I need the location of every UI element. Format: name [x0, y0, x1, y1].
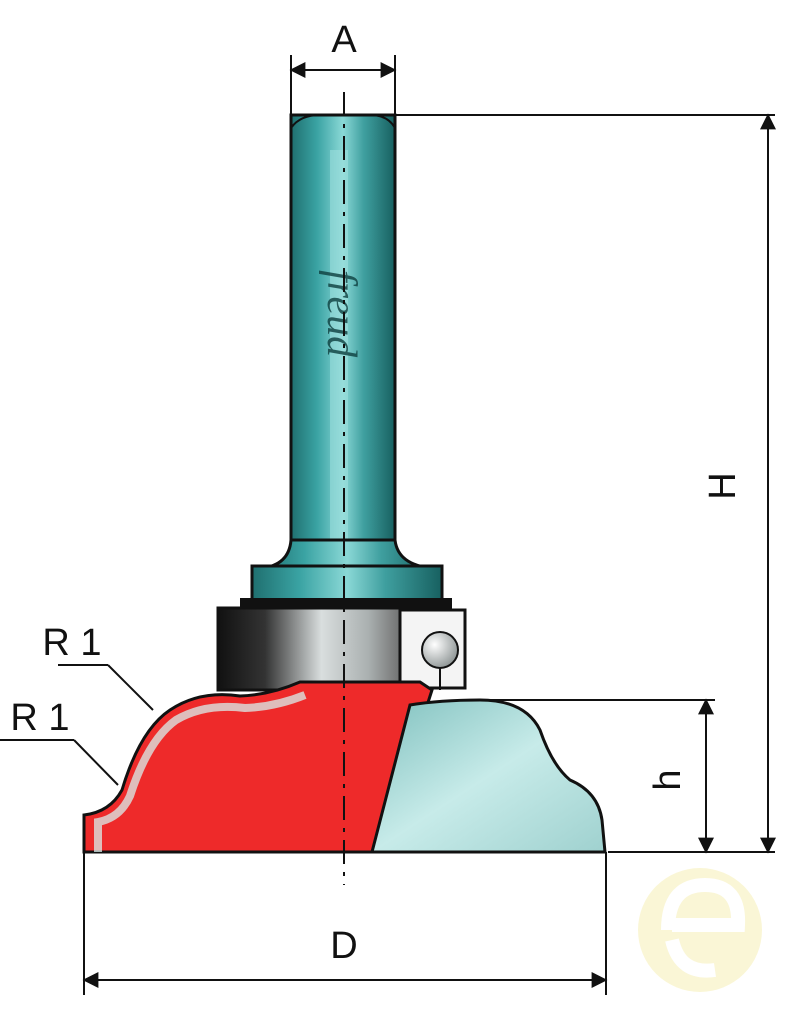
- svg-text:freud: freud: [318, 270, 364, 358]
- dimension-d-label: D: [330, 925, 357, 967]
- ball-bearing-icon: [216, 606, 467, 692]
- dimension-h-label: H: [702, 472, 744, 499]
- dimension-small-h-label: h: [647, 769, 689, 790]
- dimension-d: D: [82, 852, 608, 995]
- radius-upper-label: R 1: [42, 622, 101, 664]
- dimension-h-cutting: h: [480, 698, 715, 854]
- freud-logo: freud: [318, 270, 364, 358]
- dimension-h-overall: H: [395, 113, 776, 854]
- radius-lower-label: R 1: [10, 697, 69, 739]
- watermark-e-icon: [638, 868, 762, 992]
- carbide-insert: [370, 698, 607, 854]
- radius-upper: R 1: [42, 622, 154, 711]
- collar: [240, 538, 452, 610]
- dimension-a-label: A: [331, 19, 357, 61]
- dimension-a: A: [289, 19, 397, 115]
- radius-lower: R 1: [0, 697, 119, 786]
